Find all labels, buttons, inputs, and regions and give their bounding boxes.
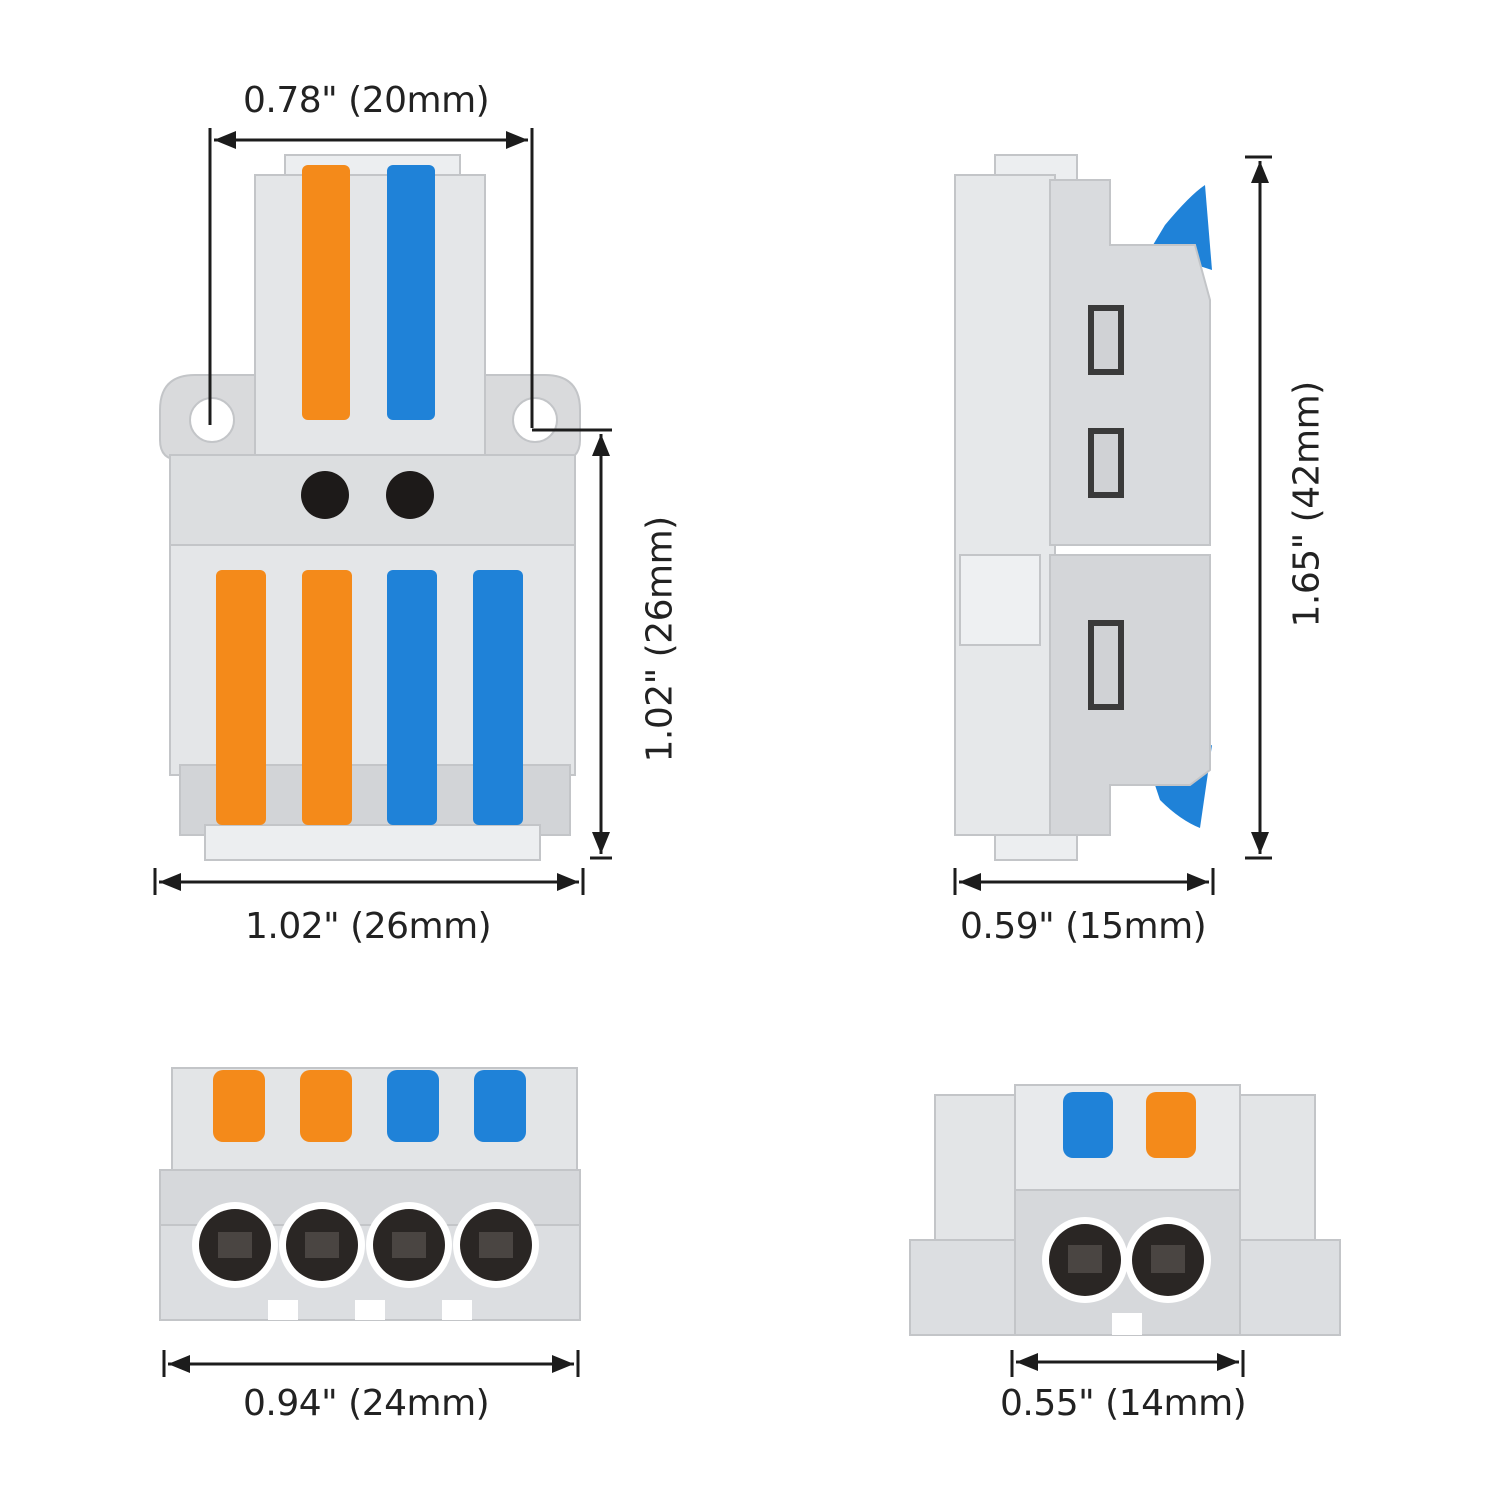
- orange-lever: [1146, 1092, 1196, 1158]
- side-dimension-lines: [953, 155, 1272, 895]
- orange-lever: [213, 1070, 265, 1142]
- input-end-view-connector: [909, 1084, 1341, 1336]
- screw-hole: [386, 471, 434, 519]
- front-top-width-label: 0.78" (20mm): [243, 80, 490, 121]
- orange-lever: [216, 570, 266, 825]
- blue-lever: [387, 1070, 439, 1142]
- blue-lever: [473, 570, 523, 825]
- output-end-view-connector: [159, 1067, 581, 1321]
- front-view-connector: [159, 154, 581, 861]
- blue-lever: [387, 570, 437, 825]
- blue-lever: [474, 1070, 526, 1142]
- mount-hole-left: [189, 397, 235, 443]
- screw-hole: [301, 471, 349, 519]
- input-end-width-label: 0.55" (14mm): [1000, 1383, 1247, 1424]
- orange-lever: [302, 165, 350, 420]
- output-end-dimension-lines: [162, 1350, 580, 1377]
- orange-lever: [302, 570, 352, 825]
- blue-lever: [1063, 1092, 1113, 1158]
- side-view-connector: [954, 154, 1212, 861]
- front-bottom-width-label: 1.02" (26mm): [245, 906, 492, 947]
- side-height-label: 1.65" (42mm): [1286, 381, 1328, 628]
- mount-hole-right: [512, 397, 558, 443]
- output-end-width-label: 0.94" (24mm): [243, 1383, 490, 1424]
- front-height-label: 1.02" (26mm): [639, 516, 681, 763]
- orange-lever: [300, 1070, 352, 1142]
- blue-lever: [387, 165, 435, 420]
- input-end-dimension-lines: [1010, 1350, 1245, 1377]
- side-depth-label: 0.59" (15mm): [960, 906, 1207, 947]
- front-dimension-lines: [153, 128, 612, 895]
